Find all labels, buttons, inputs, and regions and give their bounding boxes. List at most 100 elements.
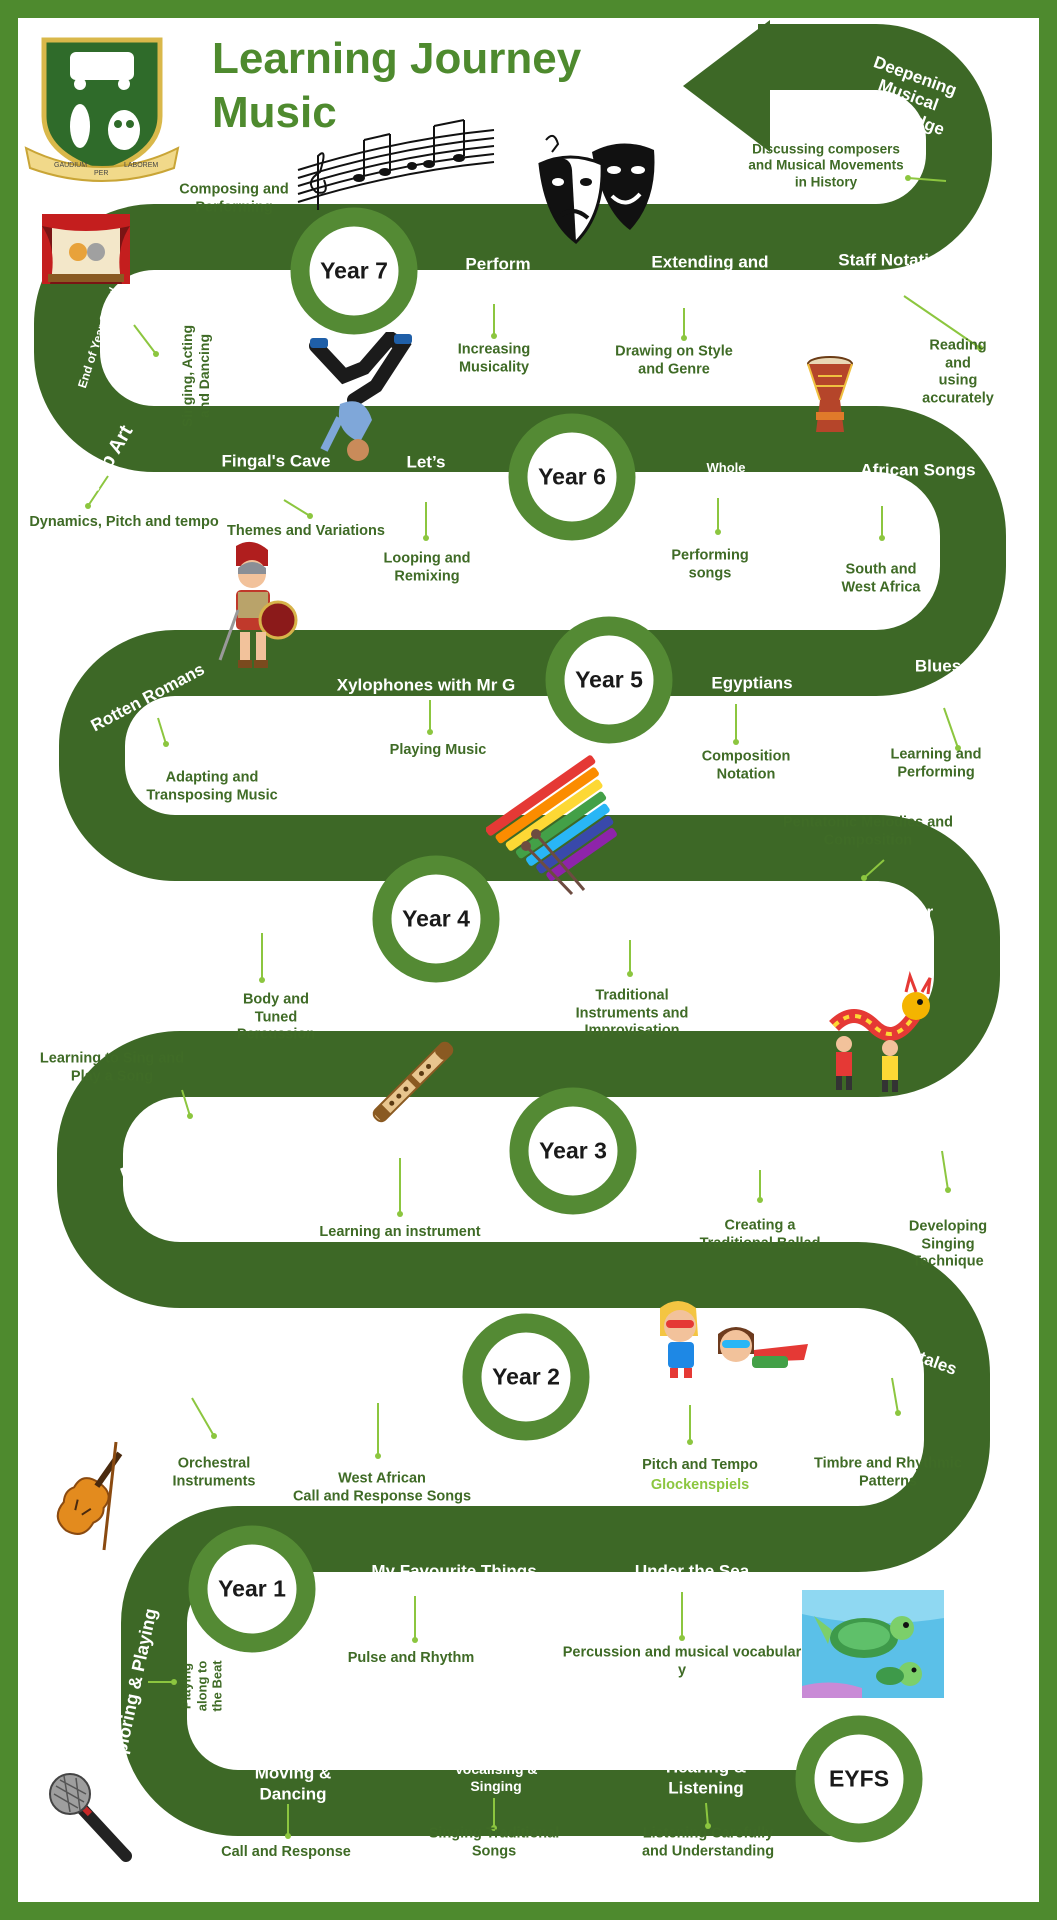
xylophone-icon [486,755,617,896]
topic-african-songs: African Songs [860,460,976,480]
topic-whole-class-recorders: Whole Class Recorders [305,1131,495,1151]
leader-dot [679,1635,685,1641]
note-adapting-transposing: Adapting and Transposing Music [146,769,278,803]
leader-dot [375,1453,381,1459]
note-singing-acting-dancing: Singing, Acting and Dancing [179,324,212,428]
superheroes-icon [660,1301,808,1378]
violin-icon [56,1441,123,1551]
leader-dot [681,335,687,341]
note-call-response: Call and Response [221,1844,351,1861]
year5-ring [545,616,673,744]
leader-dot [85,503,91,509]
topic-fingals-cave: Fingal's Cave [221,451,331,471]
leader-dot [905,175,911,181]
note-body-percussion: Body and Tuned Percussion [236,991,316,1043]
year2-ring [462,1313,590,1441]
dragon-dance-icon [829,970,932,1092]
leader-dot [687,1439,693,1445]
year6-ring [508,413,636,541]
road-arrowhead [683,20,770,152]
note-pentatonic: Pentatonic Melodies and Composition [783,814,953,848]
topic-whole-class-guitars: Whole Class Guitars [684,460,768,491]
leader-dot [163,741,169,747]
leader-line [157,717,167,745]
topic-blues: Blues [914,656,962,676]
eyfs-ring [795,1715,923,1843]
leader-dot [757,1197,763,1203]
note-increasing-musicality: Increasing Musicality [457,341,531,375]
year1-label: Year 1 [218,1575,286,1602]
leader-lines [85,175,983,1839]
leader-dot [285,1833,291,1839]
note-playing-along-beat: Playing along to the Beat [178,1660,225,1712]
leader-dot [715,529,721,535]
leader-dot [171,1679,177,1685]
leader-dot [895,1410,901,1416]
year7-label: Year 7 [320,257,388,284]
leader-dot [211,1433,217,1439]
stage-curtain-icon [42,214,130,284]
note-pulse-rhythm: Pulse and Rhythm [347,1650,475,1667]
crest-motto-1: GAUDIUM [54,162,87,169]
note-drawing-on-style: Drawing on Style and Genre [615,343,733,377]
leader-line [283,499,311,517]
topic-under-the-sea: Under the Sea [634,1561,750,1581]
note-learning-to-sing: Learning to Sing and Play a Song [39,1050,185,1084]
djembe-drum-icon [807,356,853,432]
topic-hearing-listening: Hearing & Listening [665,1757,747,1797]
note-dynamics-pitch-tempo: Dynamics, Pitch and tempo [29,514,219,531]
leader-line [891,1377,899,1414]
note-creating-ballad: Creating a Traditional Ballad [699,1217,821,1251]
road-path [34,24,1006,1836]
leader-dot [153,351,159,357]
leader-line [87,475,109,507]
year4-ring [372,855,500,983]
leader-line [907,177,947,182]
topic-superheroes: Superheroes [649,1374,753,1394]
leader-line [181,1089,191,1117]
roman-soldier-icon [218,541,298,668]
note-orchestral-instruments: Orchestral Instruments [172,1455,256,1489]
topic-lets-dance: Let’s Dance [400,452,452,492]
crest-motto-3: LABOREM [124,162,158,169]
page-title: Learning Journey Music [212,32,581,140]
year2-label: Year 2 [492,1363,560,1390]
topic-leavers-song: Leavers’ Song [150,268,266,288]
leader-dot [977,345,983,351]
leader-dot [879,535,885,541]
year1-ring [188,1525,316,1653]
leader-dot [491,333,497,339]
note-discussing-composers: Discussing composers and Musical Movemen… [748,141,904,190]
note-singing-traditional: Singing Traditional Songs [428,1825,560,1859]
note-listening-carefully: Listening Carefully and Understanding [641,1825,775,1859]
topic-chinese-new-year: Chinese New Year [786,902,934,922]
music-notes-icon [297,119,495,210]
note-west-african-call: West African Call and Response Songs [292,1470,472,1504]
title-line-2: Music [212,88,337,137]
note-traditional-instruments: Traditional Instruments and Improvisatio… [575,987,689,1039]
leader-dot [427,729,433,735]
topic-moving-dancing: Moving & Dancing [254,1763,332,1803]
leader-line [943,707,959,749]
year4-label: Year 4 [402,905,470,932]
topic-vocalising-singing: Vocalising & Singing [454,1760,538,1794]
recorder-icon [372,1041,454,1123]
leader-dot [187,1113,193,1119]
note-developing-singing: Developing Singing Technique [908,1218,988,1270]
topic-around-the-world: Around the World: India [559,890,709,930]
topic-extending-ideas: Extending and Developing ideas [640,252,780,292]
note-pitch-and-tempo: Pitch and Tempo [642,1457,758,1474]
note-playing-music: Playing Music [389,742,487,759]
leader-dot [705,1823,711,1829]
crest-icon: GAUDIUM PER LABOREM [24,37,180,182]
leader-line [863,859,885,879]
leader-dot [955,745,961,751]
year-rings [188,207,923,1843]
note-timbre-rhythmic: Timbre and Rhythmic Patterns [814,1455,962,1489]
theatre-masks-icon [538,134,655,244]
note-glockenspiels: Glockenspiels [650,1477,750,1494]
leader-dot [733,739,739,745]
topic-staff-notation: Staff Notation [838,250,950,270]
year6-label: Year 6 [538,463,606,490]
topic-egyptians: Egyptians [711,673,793,693]
